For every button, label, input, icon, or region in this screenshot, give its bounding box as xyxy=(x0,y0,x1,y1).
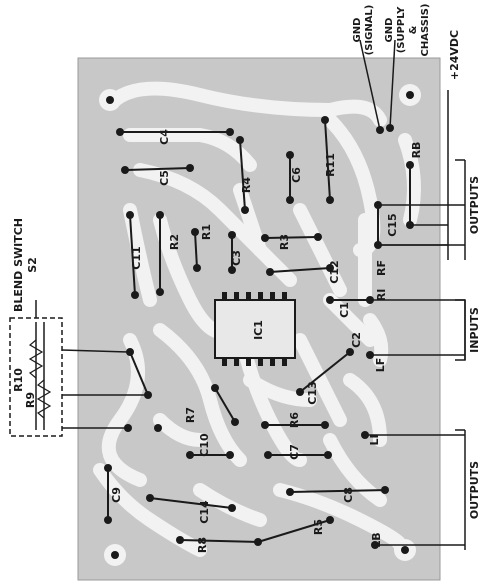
label-supply: +24VDC xyxy=(448,30,461,80)
label-r3: R3 xyxy=(278,234,291,250)
label-li: LI xyxy=(368,434,381,445)
label-lb: LB xyxy=(370,532,383,547)
label-c3: C3 xyxy=(230,250,243,266)
label-r6: R6 xyxy=(288,412,301,428)
label-r4: R4 xyxy=(240,177,253,193)
label-c15: C15 xyxy=(386,213,399,236)
component-labels: C4 C5 R4 C6 R11 RB C15 RF R1 R2 C11 C3 R… xyxy=(110,129,423,553)
label-c13: C13 xyxy=(306,381,319,404)
label-r10: R10 xyxy=(12,368,25,392)
label-r1: R1 xyxy=(200,224,213,240)
label-lf: LF xyxy=(374,358,387,373)
label-c9: C9 xyxy=(110,487,123,503)
label-r2: R2 xyxy=(168,234,181,250)
outer-labels: BLEND SWITCH S2 R10 R9 GND (SIGNAL) GND … xyxy=(12,4,481,520)
label-c6: C6 xyxy=(290,167,303,183)
label-r11: R11 xyxy=(324,153,337,177)
label-gnd-supply-2: (SUPPLY xyxy=(396,6,407,53)
label-c11: C11 xyxy=(130,246,143,269)
label-inputs: INPUTS xyxy=(468,307,481,353)
label-c1: C1 xyxy=(338,302,351,318)
label-blend-switch: BLEND SWITCH xyxy=(12,218,25,312)
label-rf: RF xyxy=(375,260,388,276)
label-ic1: IC1 xyxy=(252,320,265,340)
label-r9: R9 xyxy=(24,392,37,408)
label-gnd-supply-1: GND xyxy=(384,18,395,43)
label-gnd-supply-4: CHASSIS) xyxy=(420,4,431,57)
label-c7: C7 xyxy=(288,444,301,460)
label-outputs-top: OUTPUTS xyxy=(468,176,481,234)
label-gnd-supply-3: & xyxy=(408,25,419,34)
ic-chip xyxy=(214,292,296,366)
label-c5: C5 xyxy=(158,170,171,186)
label-c10: C10 xyxy=(198,433,211,457)
label-r7: R7 xyxy=(184,407,197,423)
label-gnd-signal-1: GND xyxy=(352,18,363,43)
label-s2: S2 xyxy=(26,257,39,273)
label-r5: R5 xyxy=(312,519,325,535)
component-leads xyxy=(107,119,411,543)
label-gnd-signal-2: (SIGNAL) xyxy=(364,5,375,56)
label-c4: C4 xyxy=(158,129,171,145)
label-rb: RB xyxy=(410,142,423,159)
label-c12: C12 xyxy=(328,260,341,283)
label-r8: R8 xyxy=(196,537,209,553)
label-outputs-bottom: OUTPUTS xyxy=(468,461,481,519)
label-c14: C14 xyxy=(198,500,211,524)
label-c8: C8 xyxy=(342,487,355,503)
label-c2: C2 xyxy=(350,332,363,348)
label-ri: RI xyxy=(375,289,388,302)
leader-lines xyxy=(359,39,466,550)
blend-switch-box xyxy=(9,300,148,437)
